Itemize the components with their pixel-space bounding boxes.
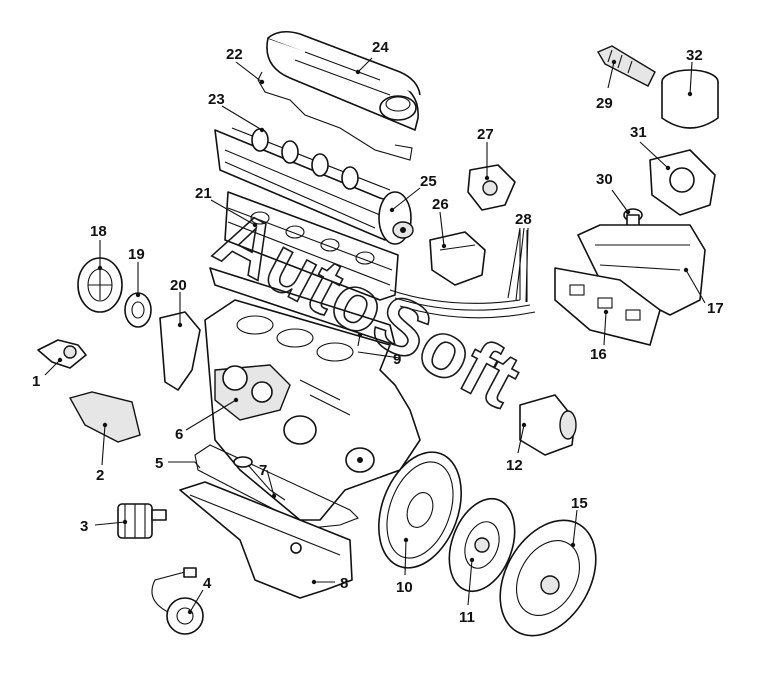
clutch-disc (448, 497, 516, 593)
callout-15: 15 (571, 495, 588, 512)
camshaft-housing (214, 127, 406, 241)
callout-4: 4 (203, 575, 212, 592)
head-gasket (209, 267, 396, 346)
engine-block (204, 299, 421, 521)
distributor-cap (467, 164, 516, 211)
callout-6: 6 (175, 426, 183, 443)
leader-dots (57, 59, 693, 615)
callout-19: 19 (128, 246, 145, 263)
crank-sensor (151, 567, 204, 635)
callout-11: 11 (459, 609, 475, 626)
callout-12: 12 (506, 457, 523, 474)
camshaft-pulley (378, 191, 414, 245)
callout-26: 26 (432, 196, 449, 213)
oil-pan (179, 481, 353, 599)
starter-motor (519, 394, 577, 456)
callout-5: 5 (155, 455, 163, 472)
callout-16: 16 (590, 346, 607, 363)
callout-17: 17 (707, 300, 724, 317)
callout-10: 10 (396, 579, 413, 596)
pressure-plate (499, 519, 597, 637)
callout-23: 23 (208, 91, 225, 108)
pulley (124, 292, 152, 328)
callout-7: 7 (259, 462, 267, 479)
oil-filter (117, 503, 167, 539)
callout-21: 21 (195, 185, 212, 202)
valve-cover (266, 30, 421, 131)
air-filter-housing (661, 69, 719, 129)
callout-24: 24 (372, 39, 389, 56)
thermostat-housing (37, 339, 87, 369)
oil-pickup (233, 456, 286, 501)
ignition-wires (389, 230, 536, 319)
callout-2: 2 (96, 467, 104, 484)
callout-20: 20 (170, 277, 187, 294)
cylinder-head (224, 191, 399, 301)
callout-27: 27 (477, 126, 494, 143)
callout-1: 1 (32, 373, 40, 390)
timing-cover (159, 311, 201, 391)
callout-18: 18 (90, 223, 107, 240)
callout-25: 25 (420, 173, 437, 190)
engine-mount (68, 391, 141, 443)
manifold-gasket (554, 267, 661, 346)
callout-3: 3 (80, 518, 88, 535)
crankshaft (214, 364, 291, 421)
callout-22: 22 (226, 46, 243, 63)
callout-9: 9 (393, 351, 401, 368)
callout-labels: 1 2 3 4 5 6 7 8 9 10 11 12 15 16 17 18 1… (32, 39, 724, 626)
flywheel (378, 451, 462, 569)
callout-30: 30 (596, 171, 613, 188)
callout-28: 28 (515, 211, 532, 228)
callout-31: 31 (630, 124, 647, 141)
callout-8: 8 (340, 575, 348, 592)
oil-pan-gasket (194, 444, 359, 529)
valve-cover-gasket (257, 71, 413, 161)
callout-29: 29 (596, 95, 613, 112)
leader-lines (44, 57, 706, 613)
distributor (429, 231, 486, 286)
callout-32: 32 (686, 47, 703, 64)
intake-hose (596, 45, 656, 87)
